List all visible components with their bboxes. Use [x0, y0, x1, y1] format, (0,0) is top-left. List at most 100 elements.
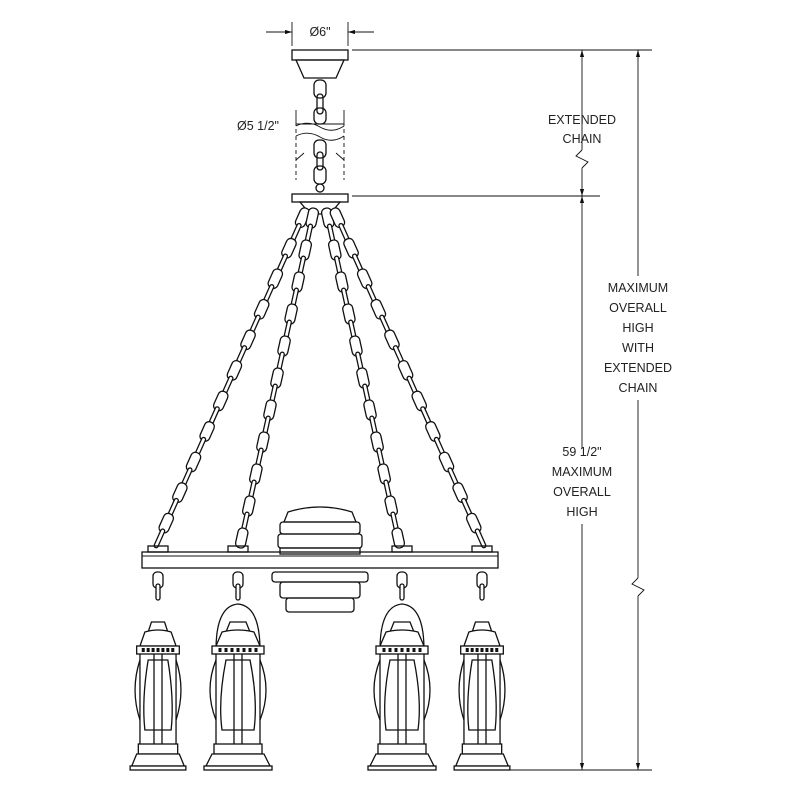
lantern-vent [161, 648, 165, 652]
chain-outer-right [329, 207, 487, 549]
lantern-base [368, 753, 436, 767]
extension-lines [352, 49, 652, 771]
lantern-vent [248, 648, 252, 652]
lantern-3 [367, 571, 437, 771]
lantern-foot [129, 765, 187, 771]
lantern-vent [465, 648, 469, 652]
lantern-vent [406, 648, 410, 652]
extended-chain-label-line1: EXTENDED [548, 113, 616, 127]
lantern-side-guard [458, 659, 465, 721]
lantern-globe [384, 659, 420, 731]
chain-link [234, 527, 249, 549]
lantern-fount [137, 743, 179, 755]
lantern-vent [475, 648, 479, 652]
crossbar [141, 545, 499, 569]
max-overall-ext-label-line4: WITH [622, 341, 654, 355]
lantern-globe [467, 659, 497, 731]
chain-outer-left [153, 207, 311, 549]
max-overall-ext-label-line3: HIGH [622, 321, 653, 335]
lantern-hood [463, 629, 501, 647]
lantern-vent [490, 648, 494, 652]
lantern-side-guard [499, 659, 506, 721]
max-overall-ext-label-line6: CHAIN [619, 381, 658, 395]
lantern-base [130, 753, 186, 767]
lantern-side-guard [175, 659, 182, 721]
lantern-side-guard [373, 659, 381, 721]
chain-inner-left [234, 207, 320, 549]
lantern-globe [220, 659, 256, 731]
lantern-4 [453, 571, 511, 771]
dimension-max-overall: 59 1/2" MAXIMUM OVERALL HIGH [552, 196, 612, 770]
lantern-side-guard [259, 659, 267, 721]
lantern-link [399, 583, 405, 601]
lantern-vent [485, 648, 489, 652]
lantern-vent [156, 648, 160, 652]
lantern-hood [139, 629, 177, 647]
max-overall-label-line2: MAXIMUM [552, 465, 612, 479]
lantern-1 [129, 571, 187, 771]
lantern-vent [224, 648, 228, 652]
lantern-vent [171, 648, 175, 652]
lantern-foot [453, 765, 511, 771]
extended-chain-label-line2: CHAIN [563, 132, 602, 146]
lantern-link [155, 583, 161, 601]
lantern-vent [146, 648, 150, 652]
lantern-vent [382, 648, 386, 652]
lantern-link [235, 583, 241, 601]
lantern-base [204, 753, 272, 767]
dimension-collar-diameter: Ø5 1/2" [237, 110, 345, 133]
chain-collar-outline [295, 122, 345, 180]
lantern-globe [143, 659, 173, 731]
collar-diameter-label: Ø5 1/2" [237, 119, 279, 133]
max-overall-ext-label-line2: OVERALL [609, 301, 667, 315]
lantern-vent [166, 648, 170, 652]
lantern-link [479, 583, 485, 601]
ceiling-canopy [291, 49, 349, 79]
lantern-side-guard [209, 659, 217, 721]
lantern-vent [470, 648, 474, 652]
lantern-vent [141, 648, 145, 652]
max-overall-ext-label-line1: MAXIMUM [608, 281, 668, 295]
lantern-side-guard [134, 659, 141, 721]
lantern-vent [412, 648, 416, 652]
chain-link [391, 527, 406, 549]
chain-inner-right [320, 207, 406, 549]
lantern-fount [377, 743, 427, 755]
dimension-max-overall-extended: MAXIMUM OVERALL HIGH WITH EXTENDED CHAIN [604, 50, 672, 770]
lantern-vent [242, 648, 246, 652]
top-chain [313, 79, 327, 193]
max-overall-ext-label-line5: EXTENDED [604, 361, 672, 375]
lantern-hood [379, 629, 425, 647]
lantern-hood [215, 629, 261, 647]
lantern-vent [480, 648, 484, 652]
lantern-bail [215, 603, 261, 651]
lantern-vent [495, 648, 499, 652]
dimension-extended-chain: EXTENDED CHAIN [548, 50, 616, 196]
chain-link [474, 528, 487, 549]
max-overall-label-line3: OVERALL [553, 485, 611, 499]
max-overall-label-line1: 59 1/2" [562, 445, 601, 459]
lantern-2 [203, 571, 273, 771]
lantern-vent [151, 648, 155, 652]
lantern-vent [400, 648, 404, 652]
lantern-bail [379, 603, 425, 651]
chain-link [153, 528, 166, 549]
max-overall-label-line4: HIGH [566, 505, 597, 519]
lantern-vent [236, 648, 240, 652]
lantern-fount [461, 743, 503, 755]
lantern-foot [367, 765, 437, 771]
lantern-side-guard [423, 659, 431, 721]
lantern-foot [203, 765, 273, 771]
lantern-vent [218, 648, 222, 652]
lantern-vent [388, 648, 392, 652]
lantern-vent [230, 648, 234, 652]
lantern-vent [254, 648, 258, 652]
dimension-canopy-diameter: Ø6" [266, 22, 374, 46]
center-drum [271, 506, 369, 613]
lantern-vent [418, 648, 422, 652]
lantern-vent [394, 648, 398, 652]
canopy-diameter-label: Ø6" [309, 25, 330, 39]
lantern-base [454, 753, 510, 767]
lantern-fount [213, 743, 263, 755]
